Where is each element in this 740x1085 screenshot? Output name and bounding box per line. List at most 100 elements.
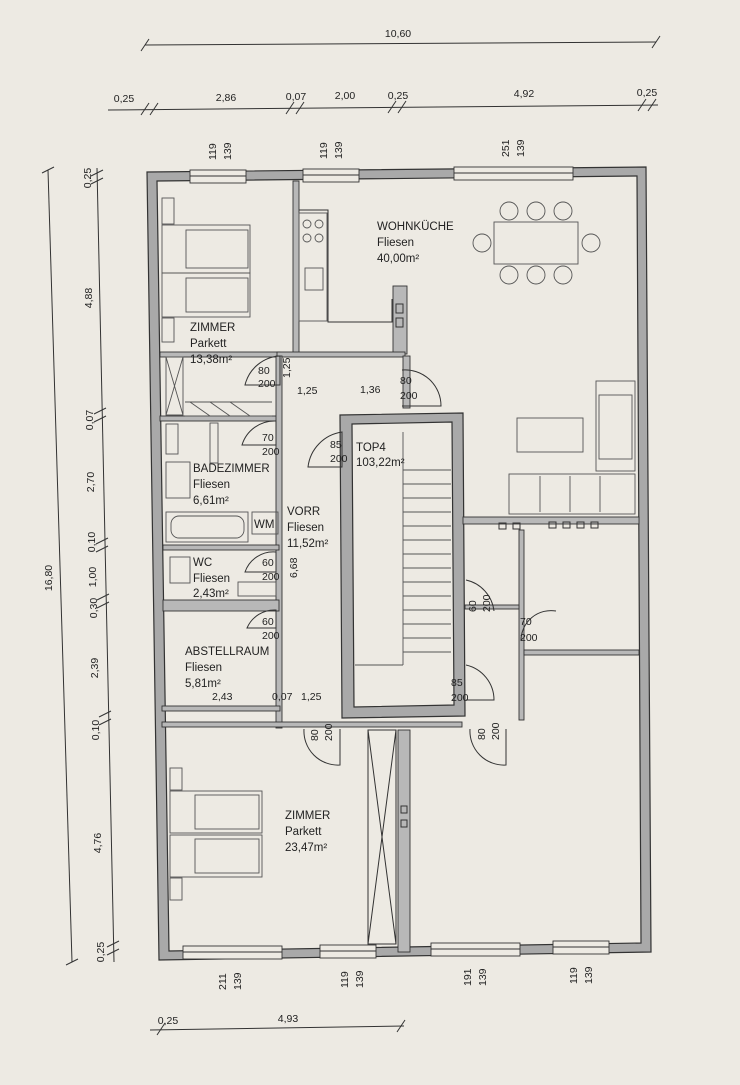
- dim-left-seg-5: 0,10: [86, 532, 98, 553]
- door-labels: 80 200 80 200 70 200 85 200 60 200 60 20…: [258, 365, 538, 741]
- bad-area: 6,61m²: [193, 495, 229, 507]
- dim-top-seg-7: 0,25: [637, 87, 658, 99]
- win-top-2-w: 119: [318, 142, 330, 159]
- abstell-name: ABSTELLRAUM: [185, 646, 269, 658]
- door-7-h: 200: [481, 594, 493, 612]
- dim-vorr-width-a: 1,25: [297, 385, 318, 397]
- win-bottom-3-h: 139: [477, 968, 489, 986]
- dim-left-seg-1: 0,25: [82, 168, 94, 189]
- dim-left-seg-6: 1,00: [87, 567, 99, 588]
- room-label-zimmer-bottom: ZIMMER Parkett 23,47m²: [285, 810, 330, 854]
- wc-floor: Fliesen: [193, 573, 230, 585]
- bad-floor: Fliesen: [193, 479, 230, 491]
- room-label-bad: BADEZIMMER Fliesen 6,61m² WM: [193, 463, 274, 531]
- win-bottom-4-h: 139: [583, 966, 595, 984]
- zimmer-top-floor: Parkett: [190, 338, 227, 350]
- win-top-2-h: 139: [333, 141, 345, 159]
- top-segment-dimension: 0,25 2,86 0,07 2,00 0,25 4,92 0,25: [107, 87, 659, 116]
- dim-left-seg-10: 4,76: [92, 833, 104, 854]
- win-bottom-2-h: 139: [354, 970, 366, 988]
- room-label-top4: TOP4 103,22m²: [356, 442, 405, 469]
- dim-left-seg-9: 0,10: [90, 720, 102, 741]
- top-window-labels: 119 139 119 139 251 139: [207, 139, 527, 160]
- top-windows: [189, 166, 574, 184]
- zimmer-bottom-floor: Parkett: [285, 826, 322, 838]
- dim-top-seg-3: 0,07: [286, 91, 307, 103]
- door-10-h: 200: [323, 723, 335, 741]
- vorr-floor: Fliesen: [287, 522, 324, 534]
- dim-left-seg-4: 2,70: [85, 472, 97, 493]
- bottom-window-labels: 211 139 119 139 191 139 119 139: [217, 966, 595, 990]
- dim-kitchen-gap: 1,36: [360, 384, 381, 396]
- door-10-w: 80: [309, 729, 321, 741]
- dim-left-seg-3: 0,07: [84, 410, 96, 431]
- door-6-h: 200: [262, 630, 280, 642]
- dim-bottom-seg-1: 0,25: [158, 1015, 179, 1027]
- win-top-3-h: 139: [515, 139, 527, 157]
- top4-name: TOP4: [356, 442, 386, 454]
- abstell-area: 5,81m²: [185, 678, 221, 690]
- top-total-dimension: 10,60: [140, 28, 661, 52]
- door-1-h: 200: [258, 378, 276, 390]
- wc-name: WC: [193, 557, 212, 569]
- abstell-floor: Fliesen: [185, 662, 222, 674]
- win-bottom-1-w: 211: [217, 973, 229, 990]
- win-bottom-1-h: 139: [232, 972, 244, 990]
- dim-top-seg-2: 2,86: [216, 92, 237, 104]
- dim-left-total: 16,80: [43, 565, 55, 591]
- win-top-1-w: 119: [207, 143, 219, 160]
- dim-abstell-gap: 0,07: [272, 691, 293, 703]
- door-2-h: 200: [400, 390, 418, 402]
- wc-area: 2,43m²: [193, 588, 229, 600]
- dim-top-seg-1: 0,25: [114, 93, 135, 105]
- door-11-h: 200: [490, 722, 502, 740]
- interior-dimensions: 1,25 1,25 1,36 6,68 2,43 0,07 1,25: [212, 357, 381, 703]
- top4-area: 103,22m²: [356, 457, 405, 469]
- door-4-h: 200: [330, 453, 348, 465]
- dim-top-total: 10,60: [385, 28, 411, 40]
- door-2-w: 80: [400, 375, 412, 387]
- room-label-abstell: ABSTELLRAUM Fliesen 5,81m²: [185, 646, 269, 690]
- dim-left-seg-8: 2,39: [89, 658, 101, 679]
- furniture: [161, 197, 636, 901]
- door-8-h: 200: [520, 632, 538, 644]
- zimmer-bottom-name: ZIMMER: [285, 810, 330, 822]
- door-4-w: 85: [330, 439, 342, 451]
- door-swings: [241, 355, 557, 766]
- dim-bottom-seg-2: 4,93: [278, 1013, 299, 1025]
- door-11-w: 80: [476, 728, 488, 740]
- dim-vorr-length: 6,68: [288, 557, 300, 578]
- vorr-area: 11,52m²: [287, 538, 329, 550]
- room-label-vorr: VORR Fliesen 11,52m²: [287, 506, 329, 550]
- dim-vorr-small: 1,25: [281, 357, 293, 378]
- dim-top-seg-4: 2,00: [335, 90, 356, 102]
- win-bottom-4-w: 119: [568, 967, 580, 984]
- door-5-h: 200: [262, 571, 280, 583]
- left-segment-dimension: 0,25 4,88 0,07 2,70 0,10 1,00 0,30 2,39 …: [82, 168, 120, 962]
- washing-machine-label: WM: [254, 519, 274, 531]
- zimmer-bottom-area: 23,47m²: [285, 842, 327, 854]
- dim-top-seg-6: 4,92: [514, 88, 535, 100]
- zimmer-top-name: ZIMMER: [190, 322, 235, 334]
- dim-top-seg-5: 0,25: [388, 90, 409, 102]
- room-label-wohnkueche: WOHNKÜCHE Fliesen 40,00m²: [377, 221, 454, 265]
- wohnkueche-name: WOHNKÜCHE: [377, 221, 454, 233]
- left-total-dimension: 16,80: [41, 166, 79, 966]
- win-top-3-w: 251: [500, 139, 512, 157]
- door-5-w: 60: [262, 557, 274, 569]
- wohnkueche-floor: Fliesen: [377, 237, 414, 249]
- door-7-w: 60: [467, 600, 479, 612]
- door-1-w: 80: [258, 365, 270, 377]
- wohnkueche-area: 40,00m²: [377, 253, 419, 265]
- door-8-w: 70: [520, 616, 532, 628]
- bottom-windows: [182, 940, 610, 960]
- door-9-h: 200: [451, 692, 469, 704]
- interior-walls: [159, 180, 640, 953]
- room-label-wc: WC Fliesen 2,43m²: [193, 557, 230, 600]
- dim-left-seg-2: 4,88: [83, 288, 95, 309]
- win-top-1-h: 139: [222, 142, 234, 160]
- win-bottom-3-w: 191: [462, 968, 474, 986]
- room-label-zimmer-top: ZIMMER Parkett 13,38m²: [190, 322, 235, 366]
- bad-name: BADEZIMMER: [193, 463, 270, 475]
